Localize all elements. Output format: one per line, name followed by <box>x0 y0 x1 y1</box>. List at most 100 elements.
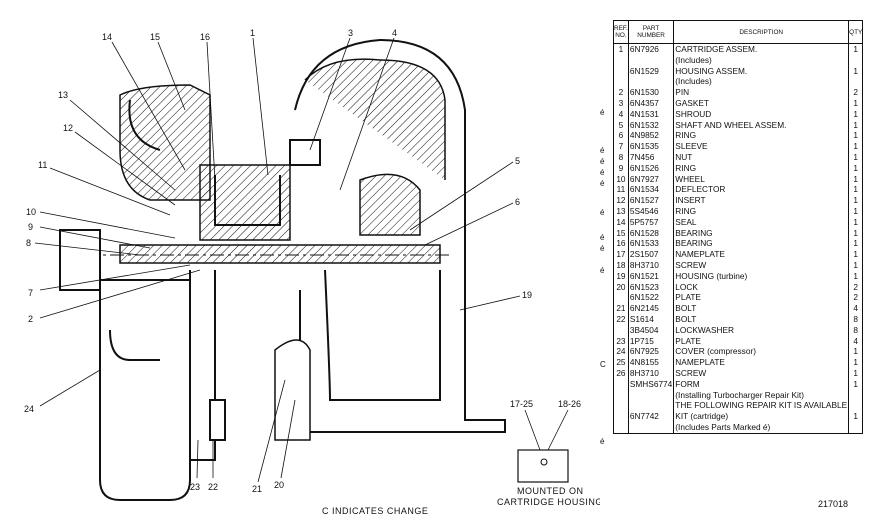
cell-description: RING <box>673 162 850 174</box>
shaft <box>119 244 441 264</box>
cell-description: NUT <box>673 151 850 163</box>
cell-ref: 8 <box>613 151 629 163</box>
turbine-housing <box>289 38 506 433</box>
table-row: (Installing Turbocharger Repair Kit) <box>613 389 864 401</box>
callout-7: 7 <box>28 288 33 298</box>
callout-13: 13 <box>58 90 68 100</box>
cell-qty: 1 <box>848 151 864 163</box>
cell-ref: 3 <box>613 97 629 109</box>
cell-description: RING <box>673 205 850 217</box>
cell-part-number: 3B4504 <box>628 324 675 336</box>
cell-ref: 22 <box>613 313 629 325</box>
compressor-cover <box>99 279 191 501</box>
change-mark: é <box>600 266 605 275</box>
cell-part-number: 6N1523 <box>628 281 675 293</box>
cell-ref: 10 <box>613 173 629 185</box>
cell-qty: 1 <box>848 97 864 109</box>
cell-ref <box>613 421 629 434</box>
header-qty: QTY <box>848 20 864 44</box>
mount-box: 17-25 18-26 MOUNTED ON CARTRIDGE HOUSING <box>497 399 600 507</box>
cell-part-number: 8H3710 <box>628 367 675 379</box>
cell-description: SHROUD <box>673 108 850 120</box>
cell-description: COVER (compressor) <box>673 346 850 358</box>
cell-description: (Includes) <box>673 54 850 66</box>
cell-part-number: 6N2145 <box>628 303 675 314</box>
cell-description: BOLT <box>673 303 850 314</box>
mount-label-left: 17-25 <box>510 399 533 409</box>
cell-description: INSERT <box>673 195 850 206</box>
change-mark: é <box>600 146 605 155</box>
cell-part-number: 6N1528 <box>628 227 675 239</box>
cell-qty: 1 <box>848 195 864 206</box>
callout-20: 20 <box>274 480 284 490</box>
cell-description: WHEEL <box>673 173 850 185</box>
cell-description: NAMEPLATE <box>673 249 850 260</box>
mount-label-right: 18-26 <box>558 399 581 409</box>
cell-description: NAMEPLATE <box>673 357 850 368</box>
cell-qty: 1 <box>848 119 864 131</box>
cell-qty: 1 <box>848 108 864 120</box>
cell-part-number: 4N1531 <box>628 108 675 120</box>
callout-22: 22 <box>208 482 218 492</box>
cell-description: HOUSING ASSEM. <box>673 65 850 77</box>
cell-ref: 5 <box>613 119 629 131</box>
cell-ref <box>613 389 629 401</box>
callout-1: 1 <box>250 28 255 38</box>
cell-ref: 20 <box>613 281 629 293</box>
cell-ref: 15 <box>613 227 629 239</box>
mount-caption-1: MOUNTED ON <box>517 486 584 496</box>
cell-ref <box>613 292 629 304</box>
cell-ref: 9 <box>613 162 629 174</box>
callout-24: 24 <box>24 404 34 414</box>
cell-description: BEARING <box>673 227 850 239</box>
cell-ref: 19 <box>613 270 629 282</box>
cell-description: CARTRIDGE ASSEM. <box>673 43 850 55</box>
change-mark: é <box>600 108 605 117</box>
cell-part-number: 6N7742 <box>628 411 675 422</box>
callout-9: 9 <box>28 222 33 232</box>
callout-5: 5 <box>515 156 520 166</box>
cell-description: BOLT <box>673 313 850 325</box>
cell-part-number <box>628 76 675 88</box>
cell-qty: 1 <box>848 411 864 422</box>
cell-qty: 1 <box>848 65 864 77</box>
cell-qty: 1 <box>848 216 864 228</box>
cell-qty <box>848 54 864 66</box>
cell-part-number <box>628 54 675 66</box>
cell-part-number: SMHS6774 <box>628 378 675 390</box>
change-mark: é <box>600 233 605 242</box>
cell-qty: 1 <box>848 141 864 152</box>
cell-ref: 18 <box>613 259 629 271</box>
cell-qty: 1 <box>848 173 864 185</box>
compressor-inlet <box>119 84 211 201</box>
cell-part-number: 1P715 <box>628 335 675 347</box>
cell-ref <box>613 76 629 88</box>
cell-ref: 4 <box>613 108 629 120</box>
cell-description: (Includes Parts Marked é) <box>673 421 850 434</box>
cell-description: SEAL <box>673 216 850 228</box>
cell-part-number: 6N1535 <box>628 141 675 152</box>
cell-qty: 8 <box>848 324 864 336</box>
cell-part-number: 6N1521 <box>628 270 675 282</box>
cell-part-number <box>628 389 675 401</box>
cell-description: SHAFT AND WHEEL ASSEM. <box>673 119 850 131</box>
cell-ref: 11 <box>613 184 629 196</box>
callout-16: 16 <box>200 32 210 42</box>
cell-ref: 12 <box>613 195 629 206</box>
cell-part-number: 5P5757 <box>628 216 675 228</box>
cell-part-number: 6N7925 <box>628 346 675 358</box>
cell-qty <box>848 421 864 434</box>
